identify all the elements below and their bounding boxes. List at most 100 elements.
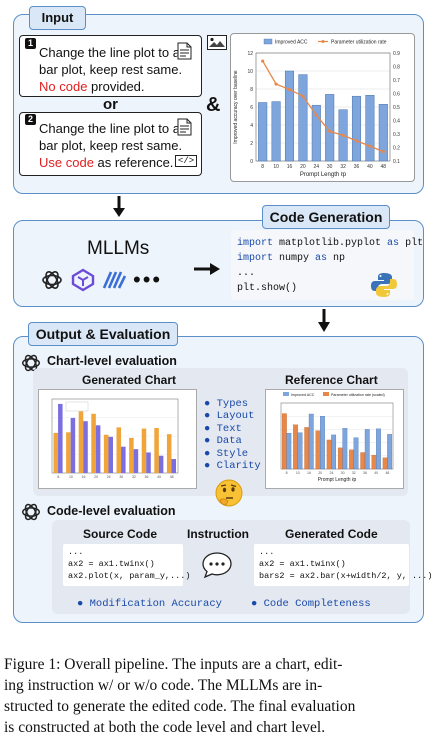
legend-label-param: Parameter utilization rate (scaled) — [331, 393, 385, 397]
bar — [154, 427, 159, 473]
bar — [286, 433, 292, 470]
document-icon — [177, 42, 192, 60]
plot-frame — [280, 402, 394, 470]
card1-line3: No code provided. — [39, 78, 145, 95]
generated-code-title: Generated Code — [285, 527, 378, 541]
code-keyword: as — [387, 238, 400, 249]
x-tick-label: 48 — [385, 471, 389, 475]
bar — [351, 95, 362, 162]
x-tick-label: 40 — [367, 164, 373, 170]
code-line: import matplotlib.pyplot as plt — [237, 236, 423, 251]
instruction-title: Instruction — [187, 527, 249, 541]
bar — [66, 432, 71, 473]
criterion-item: ● Text — [204, 422, 242, 435]
bar — [116, 427, 122, 473]
code-text: np — [327, 253, 346, 264]
bar — [376, 428, 381, 470]
code-line: ... — [237, 266, 423, 281]
x-tick-label: 32 — [132, 475, 136, 479]
bar — [304, 427, 310, 470]
legend-marker-line — [321, 40, 325, 43]
source-code-snippet: ...ax2 = ax1.twinx()ax2.plot(x, param_y,… — [68, 546, 190, 582]
x-tick-label: 10 — [296, 471, 300, 475]
y-right-tick-label: 0.9 — [393, 51, 400, 57]
bar — [311, 104, 321, 162]
x-tick-label: 30 — [327, 164, 333, 170]
x-axis-label: Prompt Length ℓp — [318, 477, 357, 483]
ampersand: & — [206, 94, 221, 116]
bar — [271, 101, 281, 162]
card2-line2: bar plot, keep rest same. — [39, 138, 183, 153]
image-icon — [207, 35, 227, 50]
y-left-tick-label: 0 — [250, 159, 253, 165]
source-code-box — [63, 544, 183, 586]
bar — [353, 437, 359, 470]
code-completeness-label: Code Completeness — [263, 598, 371, 610]
bar — [284, 70, 295, 162]
generated-code-box-2 — [254, 544, 409, 586]
code-text: matplotlib.pyplot — [273, 238, 388, 249]
code-keyword: as — [315, 253, 328, 264]
bar — [53, 432, 59, 473]
x-tick-label: 48 — [170, 475, 174, 479]
modification-accuracy-label: Modification Accuracy — [89, 598, 222, 610]
x-tick-label: 20 — [94, 475, 98, 479]
caption-line-1: Figure 1: Overall pipeline. The inputs a… — [4, 656, 343, 673]
x-tick-label: 10 — [69, 475, 73, 479]
bar — [108, 436, 113, 473]
code-text: plt — [399, 238, 424, 249]
reference-chart-title: Reference Chart — [285, 373, 378, 387]
bar — [349, 449, 354, 470]
criterion-item: ● Data — [204, 435, 242, 448]
x-tick-label: 20 — [300, 164, 306, 170]
openai-logo-icon — [42, 271, 62, 289]
line-point — [314, 113, 318, 117]
bar — [308, 413, 314, 470]
number-badge-2: 2 — [25, 114, 36, 125]
use-code-text: Use code — [39, 155, 94, 170]
bar — [371, 454, 377, 470]
code-icon: </> — [175, 155, 198, 167]
card2-line1: Change the line plot to a — [39, 121, 180, 136]
criterion-item: ● Types — [204, 398, 249, 410]
output-evaluation-label: Output & Evaluation — [28, 322, 178, 346]
reference-chart: Improved ACC Parameter utilization rate (… — [280, 392, 394, 483]
x-tick-label: 16 — [287, 164, 293, 170]
y-left-tick-label: 10 — [247, 69, 253, 75]
legend-label-acc: Improved ACC — [291, 393, 315, 397]
bar — [297, 432, 303, 470]
line-point — [341, 133, 345, 137]
source-code-title: Source Code — [83, 527, 158, 541]
x-tick-label: 30 — [341, 471, 345, 475]
bar — [171, 459, 176, 473]
x-tick-label: 40 — [157, 475, 161, 479]
bar — [298, 74, 308, 162]
legend-swatch-bar — [263, 38, 273, 45]
line-point — [287, 87, 292, 92]
bar — [365, 95, 375, 162]
x-tick-label: 20 — [318, 471, 322, 475]
bar — [382, 457, 388, 470]
code-text: numpy — [273, 253, 316, 264]
bar — [70, 417, 76, 473]
x-axis-label: Prompt Length ℓp — [300, 171, 347, 178]
bar — [258, 102, 268, 162]
code-keyword: import — [237, 238, 274, 249]
figure-caption: Figure 1: Overall pipeline. The inputs a… — [4, 654, 444, 738]
code-line: ax2 = ax1.twinx() — [259, 559, 346, 569]
line-point — [368, 144, 372, 148]
no-code-text: No code — [39, 79, 88, 94]
arrow-down-icon-2 — [318, 309, 330, 332]
code-text: ... — [237, 268, 256, 279]
code-line: bars2 = ax2.bar(x+width/2, y, ...) — [259, 571, 433, 581]
bar — [58, 403, 63, 473]
x-tick-label: 8 — [286, 471, 288, 475]
bar — [95, 425, 101, 473]
x-tick-label: 8 — [261, 164, 264, 170]
legend-swatch-acc — [283, 392, 289, 396]
x-tick-label: 30 — [119, 475, 123, 479]
line-point — [274, 82, 278, 86]
series-line — [262, 60, 384, 153]
x-tick-label: 36 — [145, 475, 149, 479]
